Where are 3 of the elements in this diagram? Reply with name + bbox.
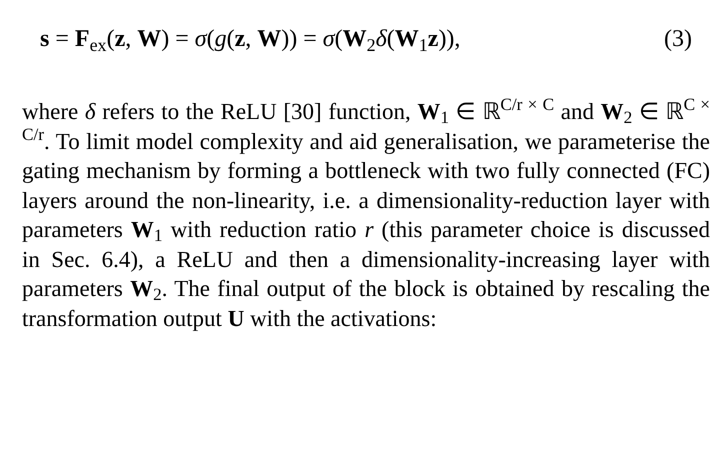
equation: s = F$_{ex}$(z, W) = σ(g(z, W)) = σ(W$_{2}$δ(W$_{1}$z)), [40,25,460,56]
equation-number: (3) [664,25,692,54]
paragraph: where δ refers to the ReLU [30] function, W$_{1}$ ∈ ℝ$^{C/r × C}$ and W$_{2}$ ∈ ℝ$^{C ×}$ $^{C/r}$. To limit model complexity and aid generalisation, we parameterise the gating mechanism by forming a bottleneck with two fully connected (FC) layers around the non-linearity, i.e. a dimensionality-reduction layer with parameters W$_{1}$ with reduction ratio r (this parameter choice is discussed in Sec. 6.4), a ReLU and then a dimensionality-increasing layer with parameters W$_{2}$. The final output of the block is obtained by rescaling the transformation output U with the activations: [22,97,710,333]
